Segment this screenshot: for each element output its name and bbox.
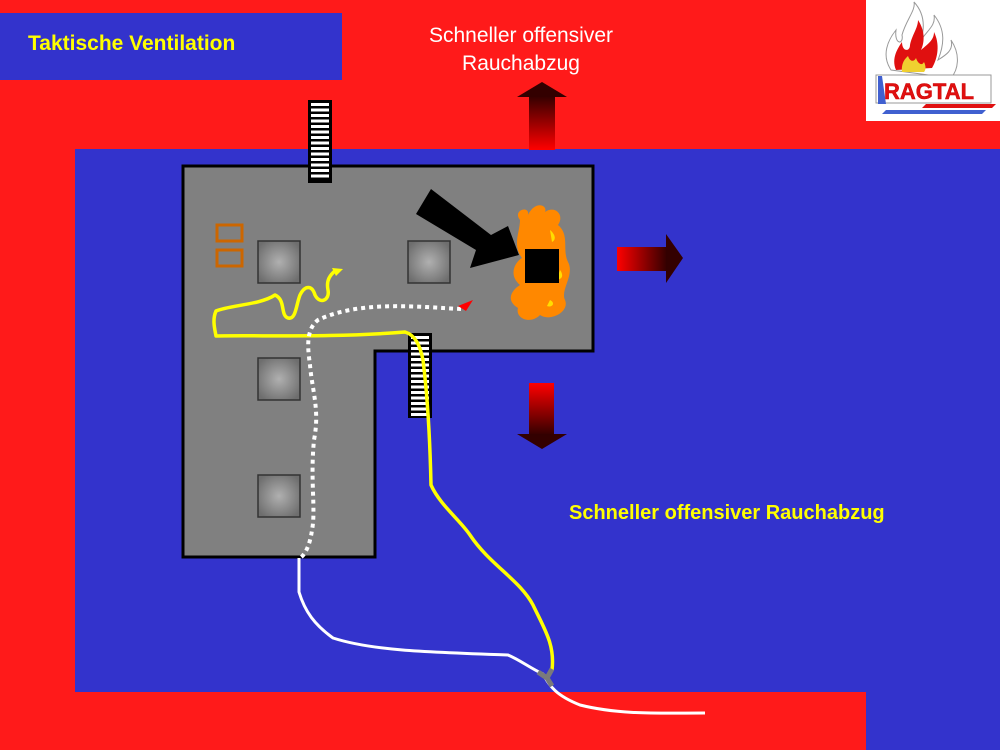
ladder-rung: [411, 358, 429, 361]
coupling-icon: [536, 667, 555, 688]
pillar-icon: [257, 357, 301, 401]
ladder-rung: [411, 407, 429, 411]
ragtal-logo: RAGTAL: [866, 0, 1000, 121]
ladder-rung: [311, 147, 329, 150]
top-caption-line1: Schneller offensiver: [428, 24, 614, 47]
outside-strip-right: [866, 692, 1000, 750]
pillar-icon: [257, 240, 301, 284]
pillar-icon: [407, 240, 451, 284]
smoke-exit-arrow-icon: [617, 234, 683, 283]
top-caption-line2: Rauchabzug: [462, 52, 580, 75]
door-icon: [215, 223, 244, 243]
logo-graphic: RAGTAL: [875, 1, 996, 114]
logo-text: RAGTAL: [884, 79, 974, 104]
ladder-rung: [411, 336, 429, 339]
ladder-rung: [311, 130, 329, 134]
pillar-icon: [257, 474, 301, 518]
ladder-rung: [311, 158, 329, 161]
ladder-rung: [311, 125, 329, 128]
ladder-rung: [411, 413, 429, 416]
door-icon: [215, 248, 244, 268]
top-caption: Schneller offensiver Rauchabzug: [380, 22, 662, 78]
smoke-exit-arrow-icon: [517, 82, 567, 150]
hose-icon: [212, 268, 555, 671]
smoke-exit-arrow-icon: [517, 383, 567, 449]
ladder-rung: [411, 363, 429, 367]
ladder-rung: [311, 152, 329, 156]
ladder-rung: [411, 402, 429, 405]
ladder-rung: [311, 114, 329, 117]
fan-arrow-icon: [416, 189, 519, 268]
ladder-rung: [311, 169, 329, 172]
ladder-rung: [311, 163, 329, 167]
ladder-icon: [308, 100, 332, 183]
ladder-rung: [311, 119, 329, 123]
direction-arrow-icon: [458, 300, 473, 311]
ladder-rung: [311, 136, 329, 139]
side-caption: Schneller offensiver Rauchabzug: [569, 502, 885, 524]
ladder-rung: [411, 385, 429, 389]
ladder-rung: [411, 374, 429, 378]
ladder-rung: [311, 108, 329, 112]
ladder-rung: [411, 380, 429, 383]
hose-icon: [297, 558, 706, 715]
hose-nozzle-icon: [332, 268, 343, 276]
ladder-rung: [311, 141, 329, 145]
ladder-rung: [311, 174, 329, 178]
ladder-rung: [411, 391, 429, 394]
ladder-rung: [311, 103, 329, 106]
hose-icon: [298, 304, 462, 560]
fire-icon: [510, 205, 570, 320]
ladder-rung: [411, 369, 429, 372]
ladder-rung: [411, 396, 429, 400]
ladder-rung: [411, 341, 429, 345]
slide-title: Taktische Ventilation: [28, 32, 236, 55]
title-box: [0, 13, 342, 80]
